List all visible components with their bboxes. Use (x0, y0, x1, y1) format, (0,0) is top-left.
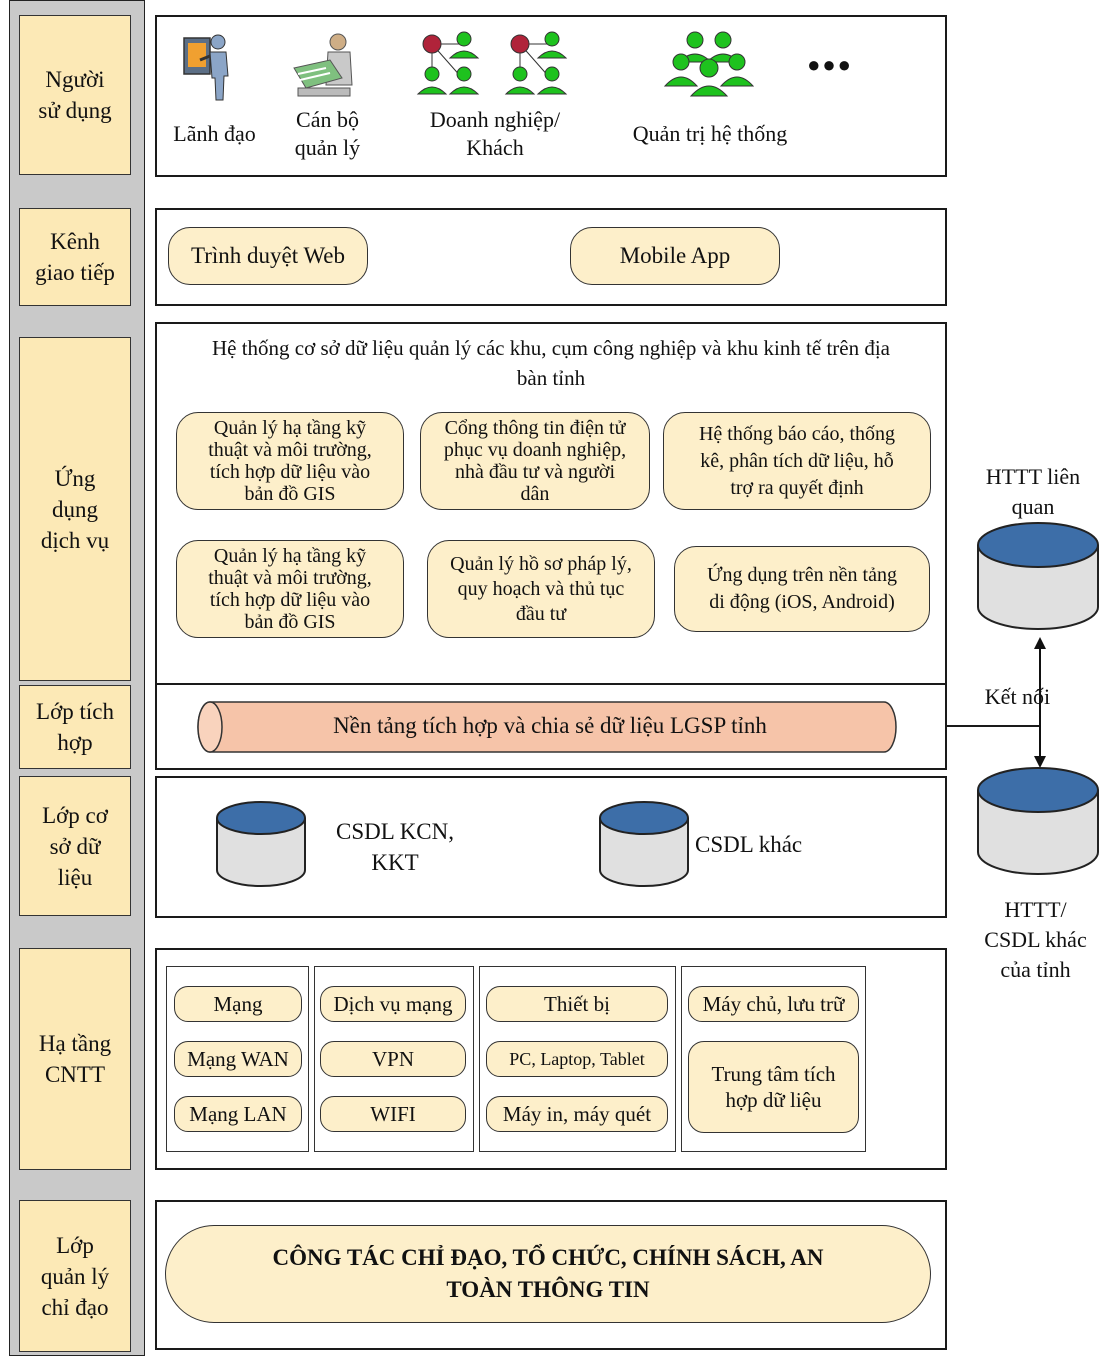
infra-device-item: Thiết bị (486, 986, 668, 1022)
ext-province-db-icon (977, 767, 1099, 875)
infra-service-item: WIFI (320, 1096, 466, 1132)
app-item-3: Hệ thống báo cáo, thống kê, phân tích dữ… (663, 412, 931, 510)
admin-group-icon (663, 31, 755, 97)
infra-network-item: Mạng (174, 986, 302, 1022)
db-other-label: CSDL khác (695, 832, 803, 857)
apps-divider (155, 683, 947, 685)
db-kcn-label: CSDL KCN, KKT (336, 819, 454, 875)
infra-device-item: Máy in, máy quét (486, 1096, 668, 1132)
app-item-1: Quản lý hạ tầng kỹ thuật và môi trường, … (176, 412, 404, 510)
connect-line (947, 725, 1039, 727)
layer-label-infra: Hạ tầng CNTT (19, 948, 131, 1170)
user-leader-label: Lãnh đạo (173, 121, 256, 146)
lgsp-cylinder (197, 701, 897, 753)
layer-label-users: Người sử dụng (19, 15, 131, 175)
business-network-icon (416, 31, 568, 95)
more-users-ellipsis: ●●● (807, 52, 853, 77)
management-policy: CÔNG TÁC CHỈ ĐẠO, TỔ CHỨC, CHÍNH SÁCH, A… (165, 1225, 931, 1323)
app-item-5: Quản lý hồ sơ pháp lý, quy hoạch và thủ … (427, 540, 655, 638)
layer-label-management: Lớp quản lý chỉ đạo (19, 1200, 131, 1352)
connect-label: Kết nối (984, 684, 1051, 709)
infra-device-item: PC, Laptop, Tablet (486, 1041, 668, 1077)
infra-network-item: Mạng LAN (174, 1096, 302, 1132)
layer-label-apps: Ứng dụng dịch vụ (19, 337, 131, 681)
layer-label-integration: Lớp tích hợp (19, 685, 131, 769)
apps-title: Hệ thống cơ sở dữ liệu quản lý các khu, … (211, 336, 890, 390)
ext-province-label: HTTT/ CSDL khác của tỉnh (984, 897, 1087, 982)
infra-network-item: Mạng WAN (174, 1041, 302, 1077)
channel-mobile: Mobile App (570, 227, 780, 285)
infra-service-item: VPN (320, 1041, 466, 1077)
ext-related-label: HTTT liên quan (985, 464, 1081, 519)
infra-server-item: Trung tâm tích hợp dữ liệu (688, 1041, 859, 1133)
connect-arrow (1034, 637, 1046, 768)
db-other-cylinder (599, 801, 689, 887)
channel-web: Trình duyệt Web (168, 227, 368, 285)
infra-service-item: Dịch vụ mạng (320, 986, 466, 1022)
user-admin-label: Quản trị hệ thống (632, 121, 788, 146)
officer-icon (293, 33, 353, 97)
leader-icon (183, 34, 229, 101)
db-kcn-cylinder (216, 801, 306, 887)
layer-label-channels: Kênh giao tiếp (19, 208, 131, 306)
user-officer-label: Cán bộ quản lý (294, 107, 361, 160)
lgsp-label: Nền tảng tích hợp và chia sẻ dữ liệu LGS… (333, 713, 767, 738)
app-item-2: Cổng thông tin điện tử phục vụ doanh ngh… (420, 412, 650, 510)
layer-label-database: Lớp cơ sở dữ liệu (19, 776, 131, 916)
ext-related-db-icon (977, 522, 1099, 630)
infra-server-item: Máy chủ, lưu trữ (688, 986, 859, 1022)
app-item-6: Ứng dụng trên nền tảng di động (iOS, And… (674, 546, 930, 632)
app-item-4: Quản lý hạ tầng kỹ thuật và môi trường, … (176, 540, 404, 638)
user-business-label: Doanh nghiệp/ Khách (429, 107, 561, 160)
